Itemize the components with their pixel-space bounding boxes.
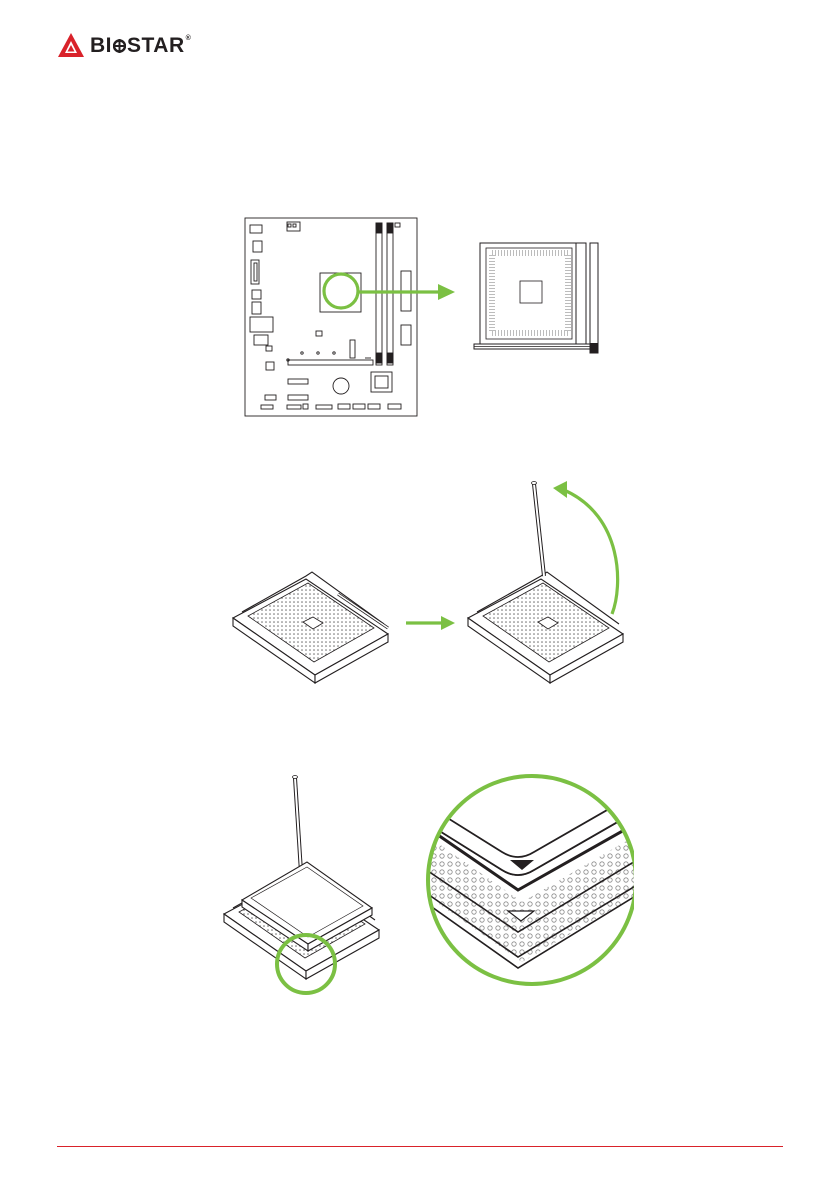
cpu-alignment-figure — [222, 772, 634, 998]
biostar-triangle-icon — [58, 33, 84, 57]
socket-lever-closed — [233, 572, 388, 683]
socket-with-cpu — [224, 776, 379, 994]
motherboard-diagram — [245, 218, 417, 416]
socket-highlight-arrow — [324, 274, 455, 308]
socket-lever-open-figure — [228, 476, 628, 696]
footer-rule — [57, 1146, 783, 1147]
motherboard-socket-location-figure — [230, 205, 610, 430]
socket-lever-open — [468, 482, 623, 684]
wordmark-target-icon — [113, 39, 126, 53]
cpu-socket-zoom — [474, 243, 598, 353]
step-arrow — [406, 616, 455, 630]
